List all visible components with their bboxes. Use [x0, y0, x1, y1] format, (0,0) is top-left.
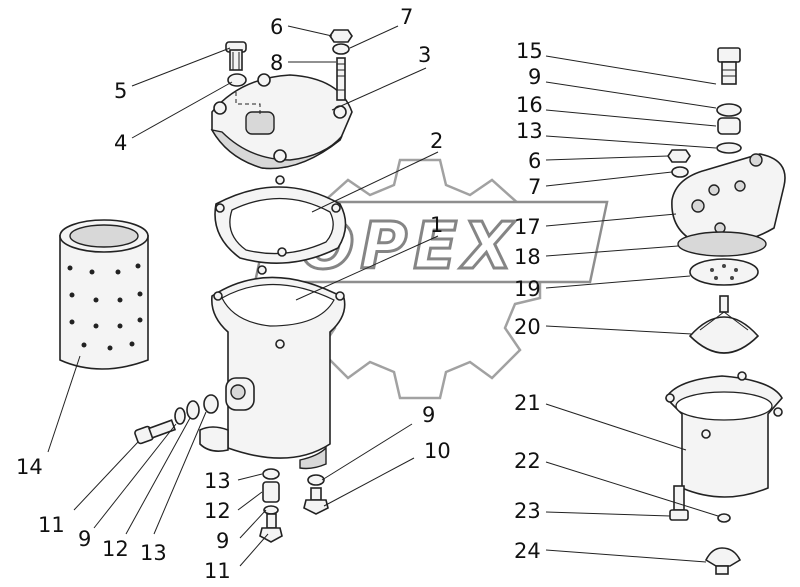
callout-13-bottom: 13 [204, 469, 231, 493]
washer-4 [227, 73, 247, 87]
callout-24: 24 [514, 539, 541, 563]
washer-22 [717, 513, 731, 523]
callout-8: 8 [270, 51, 283, 75]
callout-16: 16 [516, 93, 543, 117]
callout-21: 21 [514, 391, 541, 415]
callout-6-right: 6 [528, 149, 541, 173]
washer-9-right [716, 103, 742, 117]
washer-13-bottom [262, 468, 280, 480]
wing-nut-24 [704, 547, 742, 575]
callout-6-top: 6 [270, 15, 283, 39]
inlet-boss [225, 377, 255, 411]
washer-13-right [716, 142, 742, 154]
washer-9-bottom [263, 505, 279, 515]
callout-15: 15 [516, 39, 543, 63]
callout-23: 23 [514, 499, 541, 523]
spacer-16 [717, 117, 741, 135]
bolt-15 [717, 47, 741, 85]
callout-9-left: 9 [78, 527, 91, 551]
ring-12-left [186, 400, 200, 420]
gasket-2 [214, 175, 347, 264]
fitting-12 [262, 481, 280, 503]
callout-13-right: 13 [516, 119, 543, 143]
bolt-11-left [134, 419, 177, 445]
bolt-5 [225, 41, 247, 71]
washer-9-left [174, 407, 186, 425]
callout-10: 10 [424, 439, 451, 463]
callout-3: 3 [418, 43, 431, 67]
washer-7-right [671, 166, 689, 178]
callout-17: 17 [514, 215, 541, 239]
callout-7-top: 7 [400, 5, 413, 29]
washer-13-left [203, 394, 219, 414]
washer-9-drain [307, 474, 325, 486]
callout-9-bottom: 9 [216, 529, 229, 553]
callout-22: 22 [514, 449, 541, 473]
callout-9-drain: 9 [422, 403, 435, 427]
callout-2: 2 [430, 129, 443, 153]
filter-element-14 [59, 219, 149, 370]
callout-labels: 1 2 3 4 5 6 7 8 14 11 9 12 13 13 12 9 11… [16, 5, 543, 583]
callout-4: 4 [114, 131, 127, 155]
callout-11-left: 11 [38, 513, 65, 537]
stud-8 [336, 57, 346, 101]
callout-1: 1 [430, 213, 443, 237]
callout-11-bottom: 11 [204, 559, 231, 583]
head-17 [671, 153, 786, 246]
callout-13-left: 13 [140, 541, 167, 565]
callout-19: 19 [514, 277, 541, 301]
plug-11-bottom [259, 513, 283, 543]
cover-3 [210, 73, 353, 170]
callout-12-bottom: 12 [204, 499, 231, 523]
washer-7-top [332, 43, 350, 55]
callout-7-right: 7 [528, 175, 541, 199]
callout-5: 5 [114, 79, 127, 103]
housing-1 [199, 265, 346, 470]
deflector-20 [688, 295, 760, 354]
seal-ring-18 [677, 231, 767, 257]
callout-9-right: 9 [528, 65, 541, 89]
screw-23 [669, 485, 689, 521]
callout-14: 14 [16, 455, 43, 479]
callout-18: 18 [514, 245, 541, 269]
leader-lines [47, 25, 719, 567]
nut-6-top [329, 29, 353, 43]
disc-19 [689, 258, 759, 286]
callout-12-left: 12 [102, 537, 129, 561]
plug-10 [303, 487, 329, 515]
cup-21 [665, 371, 783, 498]
callout-20: 20 [514, 315, 541, 339]
nut-6-right [667, 149, 691, 163]
